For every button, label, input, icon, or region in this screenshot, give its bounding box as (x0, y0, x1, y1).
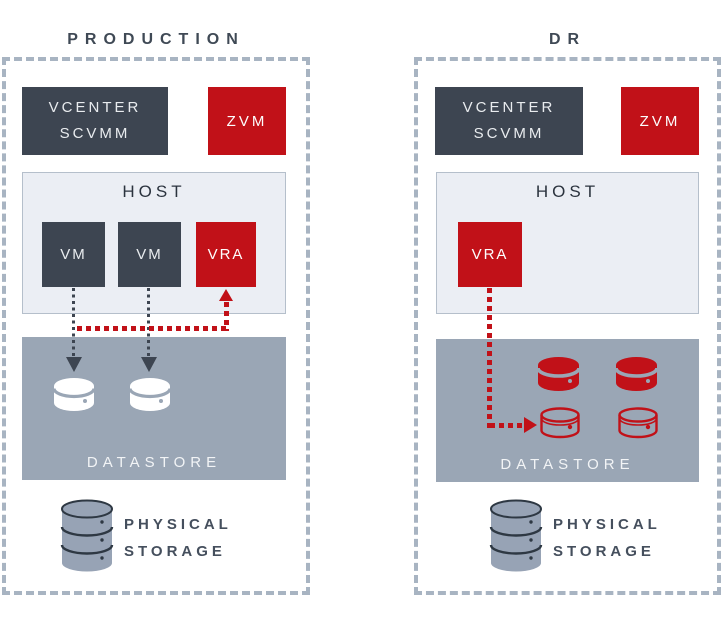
vra-write-arrow-head-icon (524, 417, 537, 433)
vm-label: VM (60, 246, 87, 263)
datastore-disk-icon (128, 377, 172, 418)
production-title: PRODUCTION (67, 31, 245, 48)
replication-arrow-up-icon (219, 289, 233, 301)
replica-disk-icon (614, 356, 659, 398)
dr-zvm-box: ZVM (621, 87, 699, 155)
vcenter-label: VCENTER (462, 99, 556, 116)
journal-disk-icon (617, 407, 659, 444)
physical-storage-icon (59, 499, 115, 578)
datastore-disk-icon (52, 377, 96, 418)
vm-write-arrow-line (72, 288, 75, 358)
production-zvm-box: ZVM (208, 87, 286, 155)
host-label: HOST (535, 182, 600, 201)
dr-vcenter-scvmm-box: VCENTER SCVMM (435, 87, 583, 155)
datastore-label: DATASTORE (500, 456, 635, 473)
replication-capture-line (77, 326, 230, 331)
vm-write-arrow-line (147, 288, 150, 358)
production-vcenter-scvmm-box: VCENTER SCVMM (22, 87, 168, 155)
physical-storage-icon (488, 499, 544, 578)
physical-storage-label: PHYSICAL STORAGE (553, 516, 661, 560)
scvmm-label: SCVMM (473, 125, 545, 142)
production-host-box: HOST VM VM VRA (22, 172, 286, 314)
production-vra-box: VRA (196, 222, 256, 287)
vcenter-label: VCENTER (48, 99, 142, 116)
vm-box: VM (42, 222, 105, 287)
scvmm-label: SCVMM (59, 125, 131, 142)
vm-box: VM (118, 222, 181, 287)
physical-storage-label: PHYSICAL STORAGE (124, 516, 232, 560)
zvm-label: ZVM (226, 112, 268, 130)
datastore-label: DATASTORE (86, 454, 222, 471)
vm-label: VM (136, 246, 163, 263)
replication-capture-line-vertical (224, 302, 229, 331)
host-label: HOST (122, 182, 186, 201)
dr-datastore-box: DATASTORE (436, 339, 699, 482)
vm-write-arrow-head-icon (141, 357, 157, 372)
dr-site-panel: VCENTER SCVMM ZVM HOST VRA (414, 57, 721, 595)
vra-label: VRA (471, 246, 509, 263)
dr-vra-box: VRA (458, 222, 522, 287)
dr-host-box: HOST VRA (436, 172, 699, 314)
vm-write-arrow-head-icon (66, 357, 82, 372)
zvm-label: ZVM (639, 112, 681, 130)
replica-disk-icon (536, 356, 581, 398)
production-site-panel: VCENTER SCVMM ZVM HOST VM VM VRA (2, 57, 310, 595)
vra-label: VRA (207, 246, 245, 263)
dr-title: DR (548, 31, 587, 48)
vra-write-line-horizontal (490, 423, 524, 428)
journal-disk-icon (539, 407, 581, 444)
vra-write-line-vertical (487, 288, 492, 428)
